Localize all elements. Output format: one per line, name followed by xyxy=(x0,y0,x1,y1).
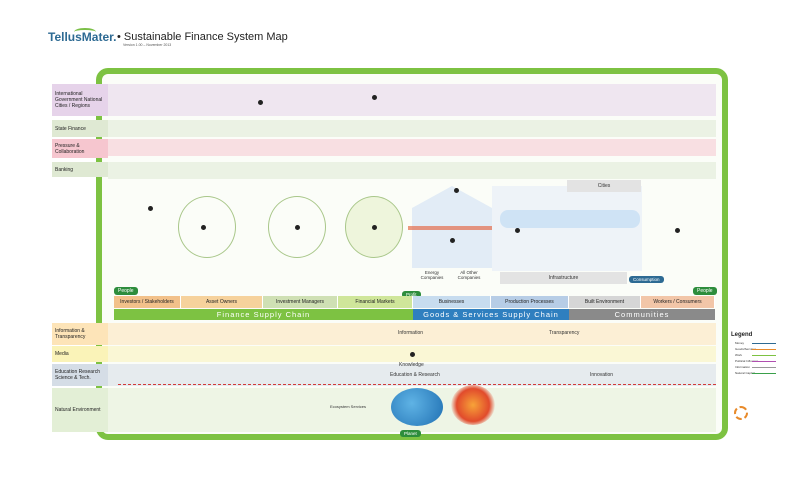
lane-label-natural: Natural Environment xyxy=(52,388,108,432)
node xyxy=(454,188,459,193)
goods-supply-chain-bar: Goods & Services Supply Chain xyxy=(413,309,569,320)
node xyxy=(295,225,300,230)
legend-item-natural: Natural Capital xyxy=(735,371,755,375)
legend-swatch-natural xyxy=(752,373,776,374)
investment-managers-cluster xyxy=(268,196,326,258)
lane-label-information: Information & Transparency xyxy=(52,323,108,345)
node xyxy=(372,95,377,100)
transparency-label: Transparency xyxy=(549,330,580,336)
sector-investment-managers: Investment Managers xyxy=(263,296,338,308)
people-tag-right: People xyxy=(693,287,717,295)
businesses-roof xyxy=(412,186,492,208)
sector-production: Production Processes xyxy=(491,296,569,308)
information-label: Information xyxy=(398,330,424,336)
legend-swatch-information xyxy=(752,367,776,368)
ecosystem-services-label: Ecosystem Services xyxy=(330,404,367,409)
legend-item-information: Information xyxy=(735,365,751,369)
cities-label: Cities xyxy=(567,180,641,192)
map-title: • Sustainable Finance System Map xyxy=(117,31,288,43)
legend-item-money: Money xyxy=(735,341,745,345)
node xyxy=(372,225,377,230)
legend-title: Legend xyxy=(731,332,753,338)
money-flow-arrow xyxy=(408,226,492,230)
sector-financial-markets: Financial Markets xyxy=(338,296,413,308)
node xyxy=(258,100,263,105)
lane-label-education: Education Research Science & Tech. xyxy=(52,364,108,386)
lane-label-pressure: Pressure & Collaboration xyxy=(52,139,108,158)
lane-government xyxy=(108,84,716,116)
node xyxy=(515,228,520,233)
legend-swatch-goods xyxy=(752,349,776,350)
node xyxy=(201,225,206,230)
lane-label-media: Media xyxy=(52,346,108,362)
sector-businesses: Businesses xyxy=(413,296,491,308)
lane-state-finance xyxy=(108,120,716,137)
legend-item-work: Work xyxy=(735,353,742,357)
node xyxy=(410,352,415,357)
lane-label-banking: Banking xyxy=(52,162,108,177)
production-flow-band xyxy=(500,210,640,228)
boundary-line xyxy=(118,384,716,385)
legend-item-political: Political Influence xyxy=(735,359,759,363)
finance-supply-chain-bar: Finance Supply Chain xyxy=(114,309,413,320)
sector-asset-owners: Asset Owners xyxy=(181,296,263,308)
node xyxy=(148,206,153,211)
node xyxy=(450,238,455,243)
lane-label-government: International Government National Cities… xyxy=(52,84,108,116)
sector-workers: Workers / Consumers xyxy=(641,296,715,308)
lane-information xyxy=(108,323,716,345)
sector-investors: Investors / Stakeholders xyxy=(114,296,181,308)
knowledge-label: Knowledge xyxy=(399,362,424,368)
energy-companies-label: Energy Companies xyxy=(420,270,444,280)
lane-education xyxy=(108,364,716,386)
cycle-icon xyxy=(734,406,748,420)
legend-item-goods: Goods/Services xyxy=(735,347,757,351)
consumption-tag: Consumption xyxy=(629,276,664,283)
profit-tag: Profit xyxy=(402,291,421,298)
planet-tag: Planet xyxy=(400,430,421,437)
brand-swoosh-icon xyxy=(74,28,96,36)
communities-bar: Communities xyxy=(569,309,715,320)
other-companies-label: All Other Companies xyxy=(457,270,481,280)
legend-swatch-money xyxy=(752,343,776,344)
innovation-label: Innovation xyxy=(590,372,614,378)
asset-owners-cluster xyxy=(178,196,236,258)
lane-label-state-finance: State Finance xyxy=(52,120,108,137)
sector-built-environment: Built Environment xyxy=(569,296,641,308)
people-tag-left: People xyxy=(114,287,138,295)
earth-globe-icon xyxy=(391,388,443,426)
legend-swatch-political xyxy=(752,361,776,362)
lane-banking xyxy=(108,162,716,179)
brand-logo: TellusMater. xyxy=(48,30,117,44)
node xyxy=(675,228,680,233)
legend-swatch-work xyxy=(752,355,776,356)
lane-pressure xyxy=(108,139,716,156)
resource-burst-icon xyxy=(451,385,495,425)
education-research-label: Education & Research xyxy=(390,372,440,378)
infrastructure-label: Infrastructure xyxy=(500,272,627,284)
version-text: Version 1.00 – November 2013 xyxy=(123,43,172,47)
